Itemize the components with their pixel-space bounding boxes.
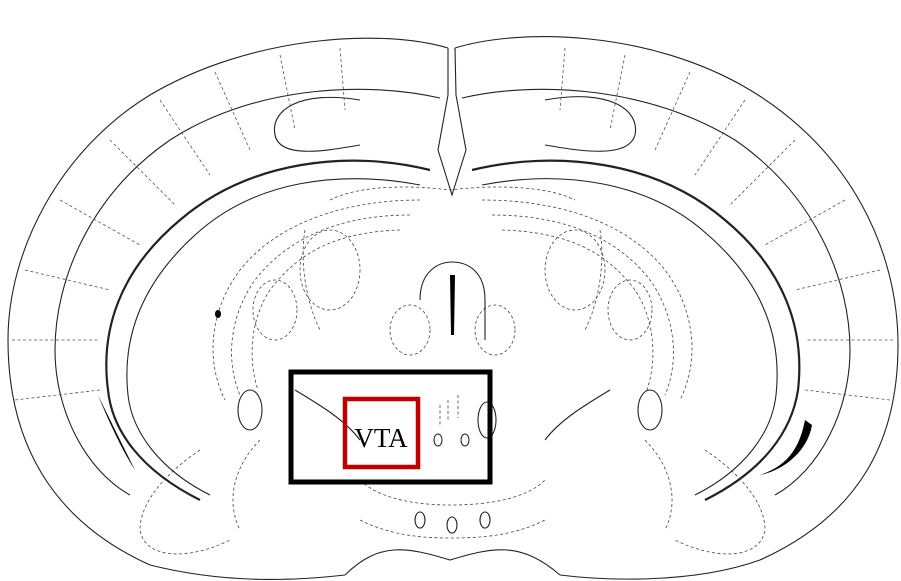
right-hippocampus: [545, 97, 636, 152]
right-cortex-inner-boundary: [462, 89, 850, 495]
vta-label: VTA: [354, 423, 408, 453]
right-hemisphere-outline: [455, 37, 898, 579]
right-white-matter: [472, 161, 799, 500]
ventral-outline: [345, 550, 560, 575]
left-small-dot: [215, 310, 221, 318]
left-hemisphere-outline: [8, 38, 448, 579]
left-hippocampus: [274, 97, 360, 151]
aqueduct: [450, 275, 455, 335]
midline-fissure: [438, 48, 466, 195]
